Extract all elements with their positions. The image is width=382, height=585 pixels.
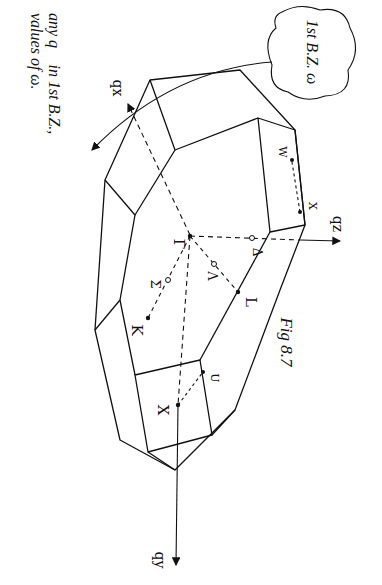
gamma-K-line <box>148 236 190 318</box>
path-mark <box>166 278 171 283</box>
point-label: K <box>127 324 144 335</box>
note-arrow <box>92 62 272 150</box>
point-dot <box>176 403 180 407</box>
face-edge <box>148 452 175 470</box>
point-dot <box>290 158 294 162</box>
qx-axis <box>128 104 190 235</box>
axis-label: qz <box>330 216 346 232</box>
point-label: X <box>153 405 170 416</box>
face-edge <box>105 150 175 215</box>
qy-axis <box>178 236 190 405</box>
face-edge <box>212 410 235 435</box>
note-text: 1st B.Z. ω <box>303 20 321 85</box>
square-face <box>258 118 305 232</box>
face-edge <box>120 215 135 375</box>
point-dot <box>146 316 150 320</box>
gamma-L-line <box>190 236 238 292</box>
point-dot <box>236 290 240 294</box>
X-U-line <box>178 372 203 405</box>
path-mark <box>250 236 255 241</box>
path-label: Σ <box>148 279 163 288</box>
axis-label: qy <box>152 552 168 569</box>
qy-axis <box>176 405 178 565</box>
point-label: W <box>276 146 289 157</box>
zone-outline <box>95 70 305 470</box>
point-dot <box>188 234 192 238</box>
path-mark <box>212 262 217 267</box>
axis-label: qx <box>110 80 126 97</box>
point-label: Γ <box>169 239 186 249</box>
note-text: any q⃗ in 1st B.Z., values of ω. <box>27 13 64 163</box>
face-edge <box>95 300 120 330</box>
face-edge <box>150 80 258 150</box>
point-dot <box>201 370 205 374</box>
figure-number: Fig 8.7 <box>276 317 296 366</box>
note-cloud <box>268 6 356 99</box>
path-label: Δ <box>249 248 263 257</box>
point-label: U <box>208 373 221 382</box>
qz-axis <box>190 236 300 240</box>
X-W-line <box>292 162 300 212</box>
point-label: L <box>241 297 258 307</box>
point-dot <box>298 210 302 214</box>
path-label: Λ <box>205 271 220 280</box>
face-edge <box>200 232 270 360</box>
qz-axis <box>300 240 340 241</box>
point-label: X <box>306 202 319 210</box>
square-face <box>135 360 212 452</box>
